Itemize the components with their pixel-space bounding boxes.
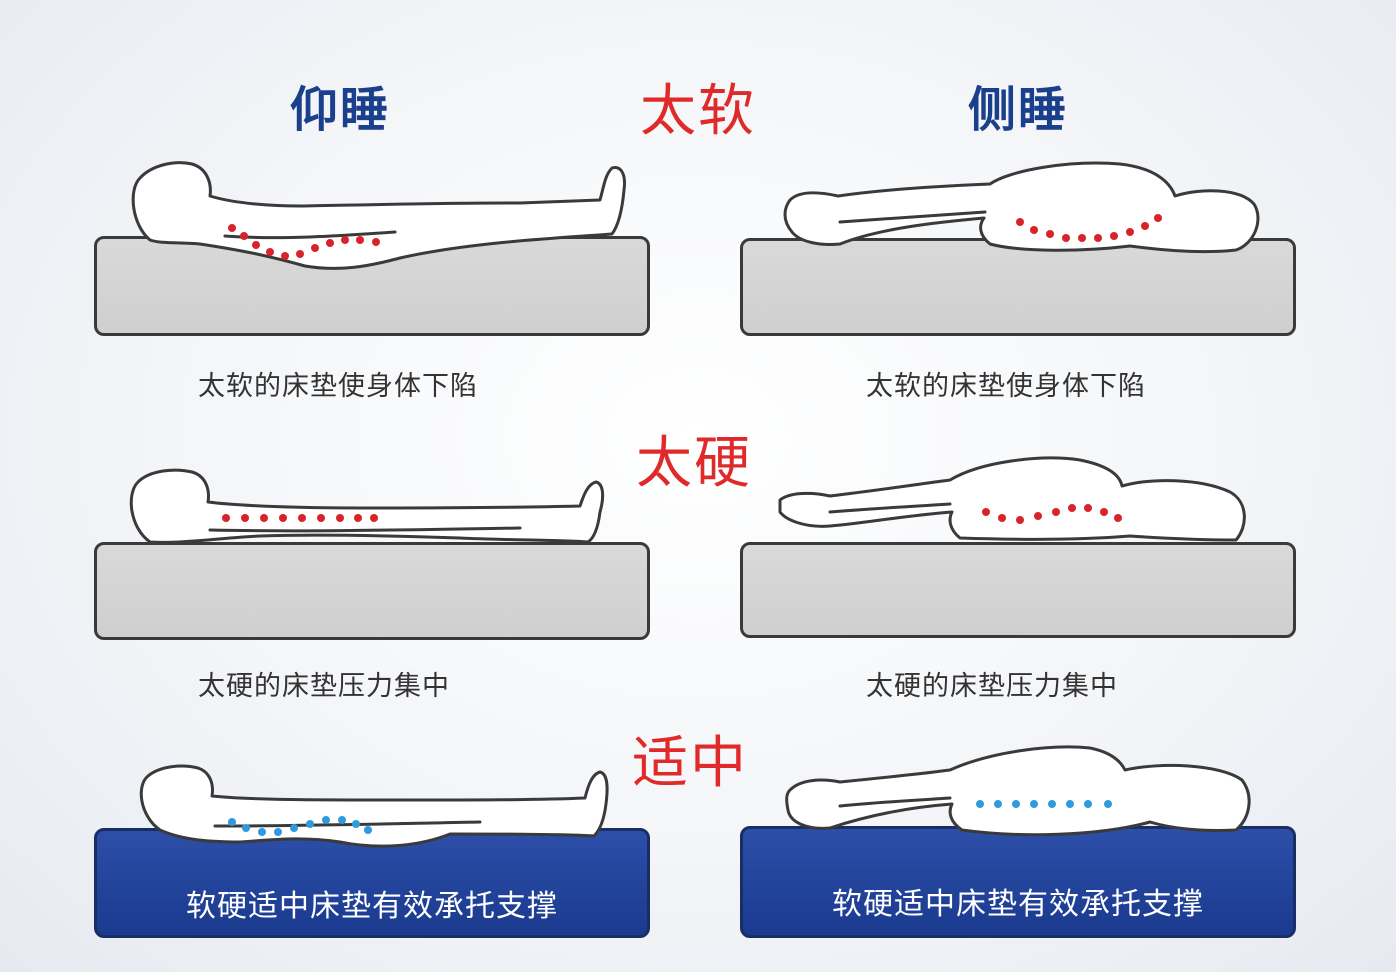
- mattress-medium-side: 软硬适中床垫有效承托支撑: [740, 826, 1296, 938]
- column-header-side: 侧睡: [968, 82, 1069, 138]
- section-title-hard: 太硬: [636, 431, 752, 496]
- mattress-label-medium-supine: 软硬适中床垫有效承托支撑: [186, 889, 558, 924]
- caption-hard-supine: 太硬的床垫压力集中: [198, 671, 450, 702]
- column-header-supine: 仰睡: [290, 82, 391, 138]
- caption-soft-side: 太软的床垫使身体下陷: [866, 371, 1146, 402]
- section-title-soft: 太软: [640, 79, 756, 144]
- caption-soft-supine: 太软的床垫使身体下陷: [198, 371, 478, 402]
- mattress-hard-supine: [94, 542, 650, 640]
- section-title-medium: 适中: [632, 731, 748, 796]
- mattress-label-medium-side: 软硬适中床垫有效承托支撑: [832, 887, 1204, 922]
- mattress-soft-side: [740, 238, 1296, 336]
- caption-hard-side: 太硬的床垫压力集中: [866, 671, 1118, 702]
- mattress-hard-side: [740, 542, 1296, 638]
